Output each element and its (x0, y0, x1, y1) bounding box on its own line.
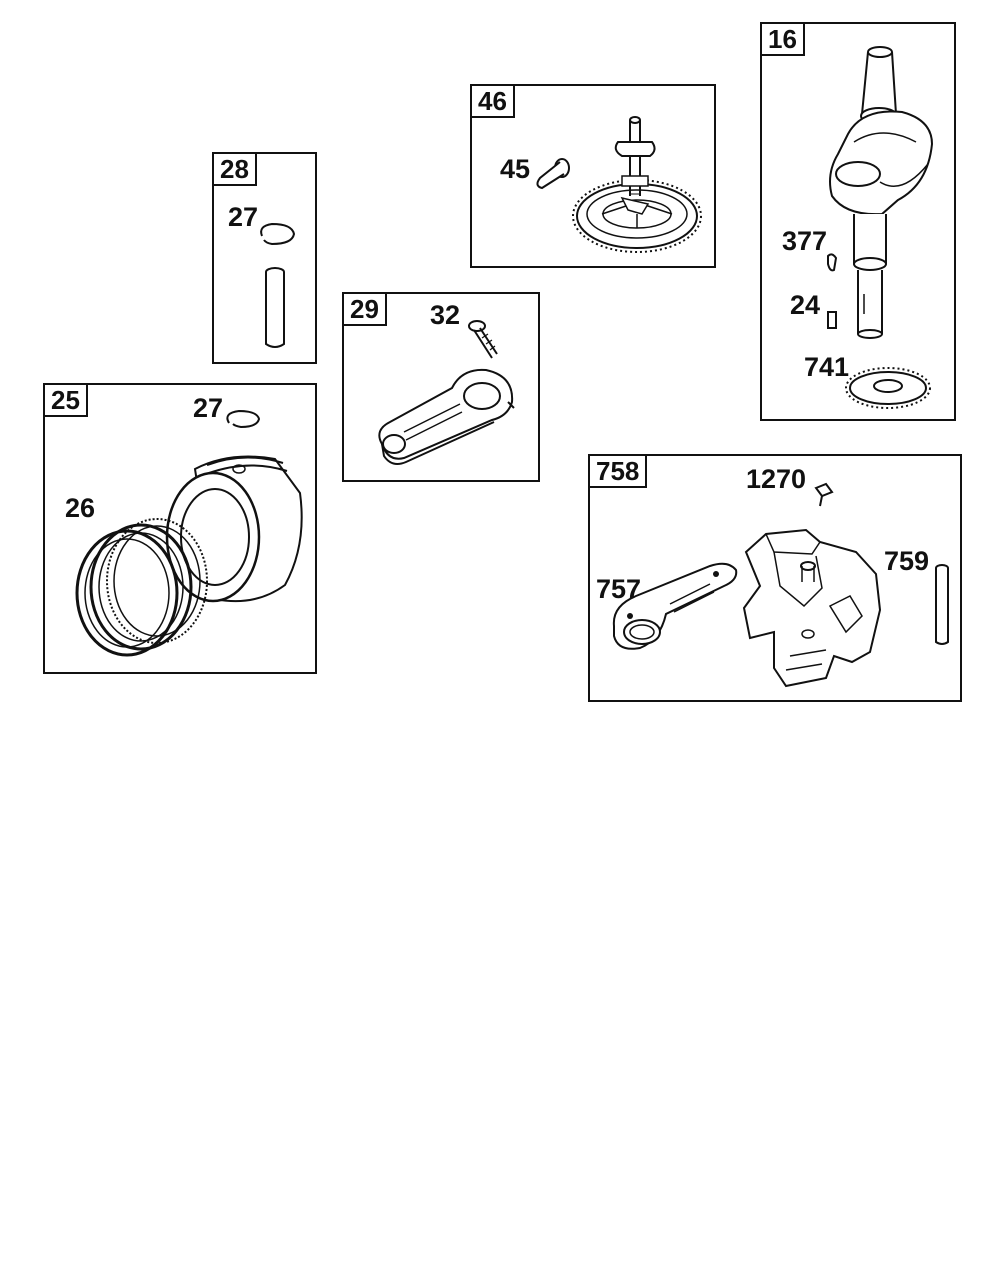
callout-26-rings: 26 (65, 493, 96, 523)
group-number-758: 758 (588, 454, 648, 488)
group-46: 46 45 (470, 84, 716, 268)
callout-27-retainer: 27 (193, 393, 224, 423)
group-16: 16 377 24 741 (760, 22, 956, 421)
bracket-assembly-drawing (590, 456, 964, 704)
group-28: 28 27 (212, 152, 317, 364)
connecting-rod-drawing (344, 294, 542, 484)
group-758: 758 1270 759 757 (588, 454, 962, 702)
group-25: 25 27 26 (43, 383, 317, 674)
group-number-16: 16 (760, 22, 805, 56)
callout-27-retainer: 27 (228, 202, 259, 232)
piston-drawing (45, 385, 319, 676)
group-number-29: 29 (342, 292, 387, 326)
callout-759-pin: 759 (884, 546, 930, 576)
callout-377-key: 377 (782, 226, 828, 256)
camshaft-drawing (472, 86, 718, 270)
group-number-28: 28 (212, 152, 257, 186)
piston-pin-drawing (214, 154, 319, 366)
group-number-46: 46 (470, 84, 515, 118)
callout-24-key: 24 (790, 290, 821, 320)
group-29: 29 32 (342, 292, 540, 482)
group-number-25: 25 (43, 383, 88, 417)
callout-45-pin: 45 (500, 154, 531, 184)
callout-32-bolt: 32 (430, 300, 461, 330)
callout-1270-screw: 1270 (746, 464, 807, 494)
callout-741-gear: 741 (804, 352, 850, 382)
crankshaft-drawing (762, 24, 958, 423)
